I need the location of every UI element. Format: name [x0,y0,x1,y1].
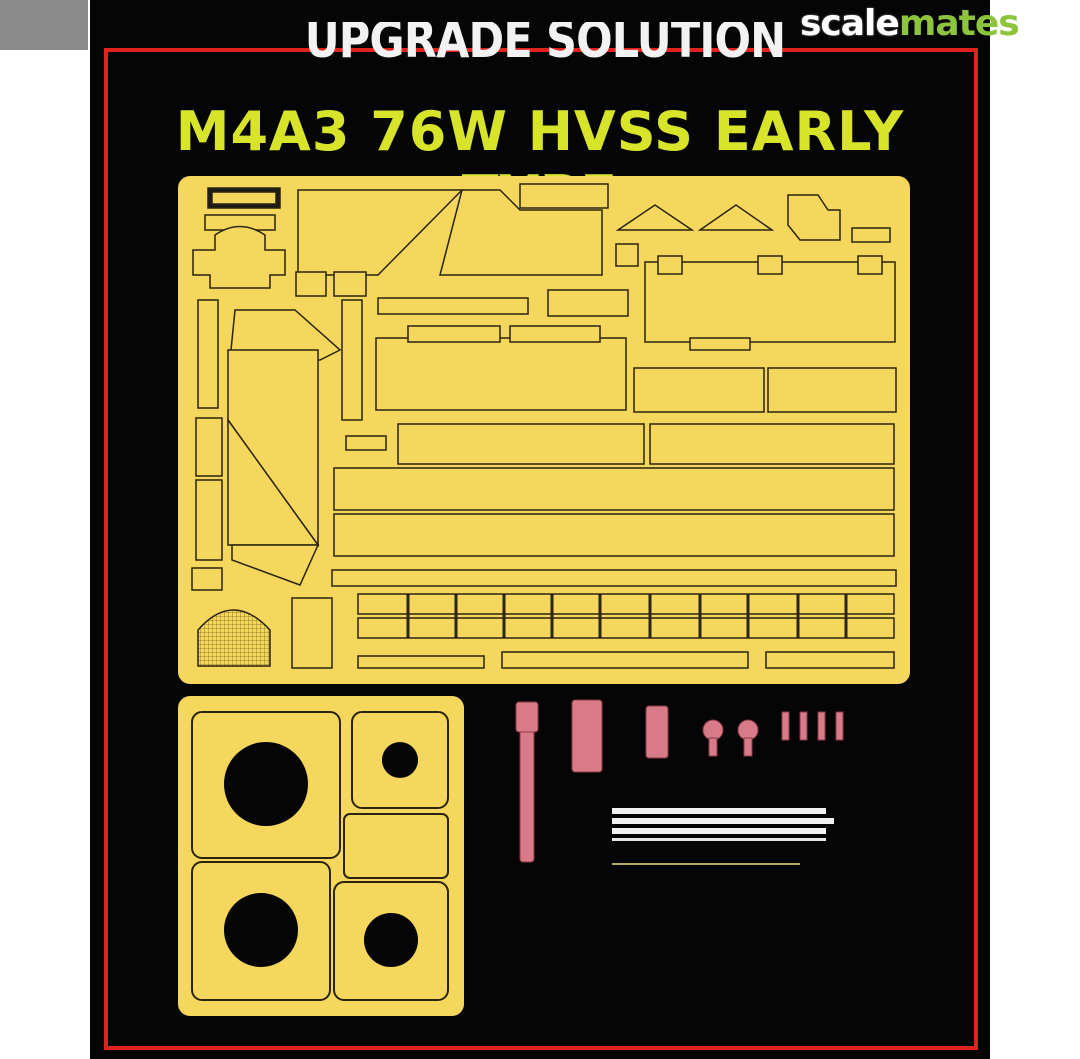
wire-rods [612,808,834,865]
photo-etch-fret-small [178,696,464,1016]
logo-part-scale: scale [800,3,900,44]
topbar-grey-block [0,0,88,50]
red-frame [104,48,978,1050]
logo-part-mates: mates [898,3,1020,44]
scalemates-logo[interactable]: scalemates [800,2,1070,46]
series-title-crop [210,0,870,22]
track-bar-dividers [406,594,848,638]
photo-etch-fret-large [178,176,910,684]
resin-parts [515,699,844,863]
